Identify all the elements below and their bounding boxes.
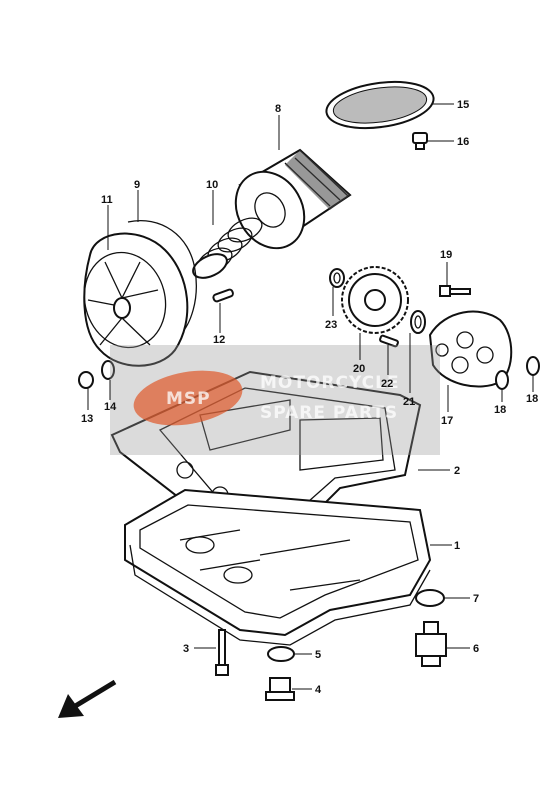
part-7-gasket[interactable]: [415, 589, 445, 607]
part-21-washer[interactable]: [410, 310, 426, 334]
callout-17: 17: [441, 415, 453, 427]
callout-7: 7: [473, 593, 479, 605]
callout-23: 23: [325, 319, 337, 331]
callout-18b: 18: [526, 393, 538, 405]
callout-20: 20: [353, 363, 365, 375]
callout-11: 11: [101, 194, 113, 206]
callout-9: 9: [134, 179, 140, 191]
callout-22: 22: [381, 378, 393, 390]
part-8-oil-filter[interactable]: [222, 148, 352, 261]
part-10-spring[interactable]: [189, 213, 265, 282]
part-4-drain-plug[interactable]: [265, 677, 295, 701]
callout-6: 6: [473, 643, 479, 655]
part-16-bolt[interactable]: [412, 132, 428, 150]
part-5-gasket[interactable]: [267, 646, 295, 662]
callout-8: 8: [275, 103, 281, 115]
callout-21: 21: [403, 396, 415, 408]
part-17-oil-pump[interactable]: [428, 310, 513, 388]
callout-12: 12: [213, 334, 225, 346]
callout-2: 2: [454, 465, 460, 477]
part-12-dowel-pin[interactable]: [212, 288, 234, 303]
part-19-bolt[interactable]: [439, 285, 471, 297]
callout-labels: 1 2 3 4 5 6 7 8 9 10 11 12 13 14 15 16 1…: [81, 99, 538, 696]
part-15-strainer-screen[interactable]: [323, 76, 436, 135]
callout-1: 1: [454, 540, 460, 552]
watermark: MSP MOTORCYCLE SPARE PARTS: [110, 345, 440, 455]
callout-16: 16: [457, 136, 469, 148]
callout-13: 13: [81, 413, 93, 425]
part-11-filter-cover[interactable]: [74, 232, 189, 367]
part-3-bolt[interactable]: [215, 629, 229, 676]
part-9-o-ring[interactable]: [127, 220, 197, 336]
callout-10: 10: [206, 179, 218, 191]
arrow-down-left-icon: [58, 679, 117, 718]
leader-lines: [87, 103, 534, 690]
watermark-line2: SPARE PARTS: [260, 403, 398, 423]
part-1-oil-pan[interactable]: [124, 488, 432, 646]
callout-18a: 18: [494, 404, 506, 416]
watermark-badge: MSP: [166, 389, 211, 409]
part-14-washer[interactable]: [101, 360, 115, 380]
part-18-o-ring-a[interactable]: [495, 370, 509, 390]
part-23-circlip[interactable]: [329, 268, 345, 288]
watermark-line1: MOTORCYCLE: [260, 373, 400, 393]
part-20-pump-gear[interactable]: [341, 266, 409, 334]
part-13-bolt[interactable]: [78, 371, 94, 389]
callout-15: 15: [457, 99, 469, 111]
callout-4: 4: [315, 684, 322, 696]
part-6-pressure-switch[interactable]: [415, 621, 447, 667]
callout-3: 3: [183, 643, 189, 655]
callout-19: 19: [440, 249, 452, 261]
part-22-pin[interactable]: [379, 334, 399, 348]
callout-14: 14: [104, 401, 117, 413]
callout-5: 5: [315, 649, 321, 661]
part-18-o-ring-b[interactable]: [526, 356, 540, 376]
